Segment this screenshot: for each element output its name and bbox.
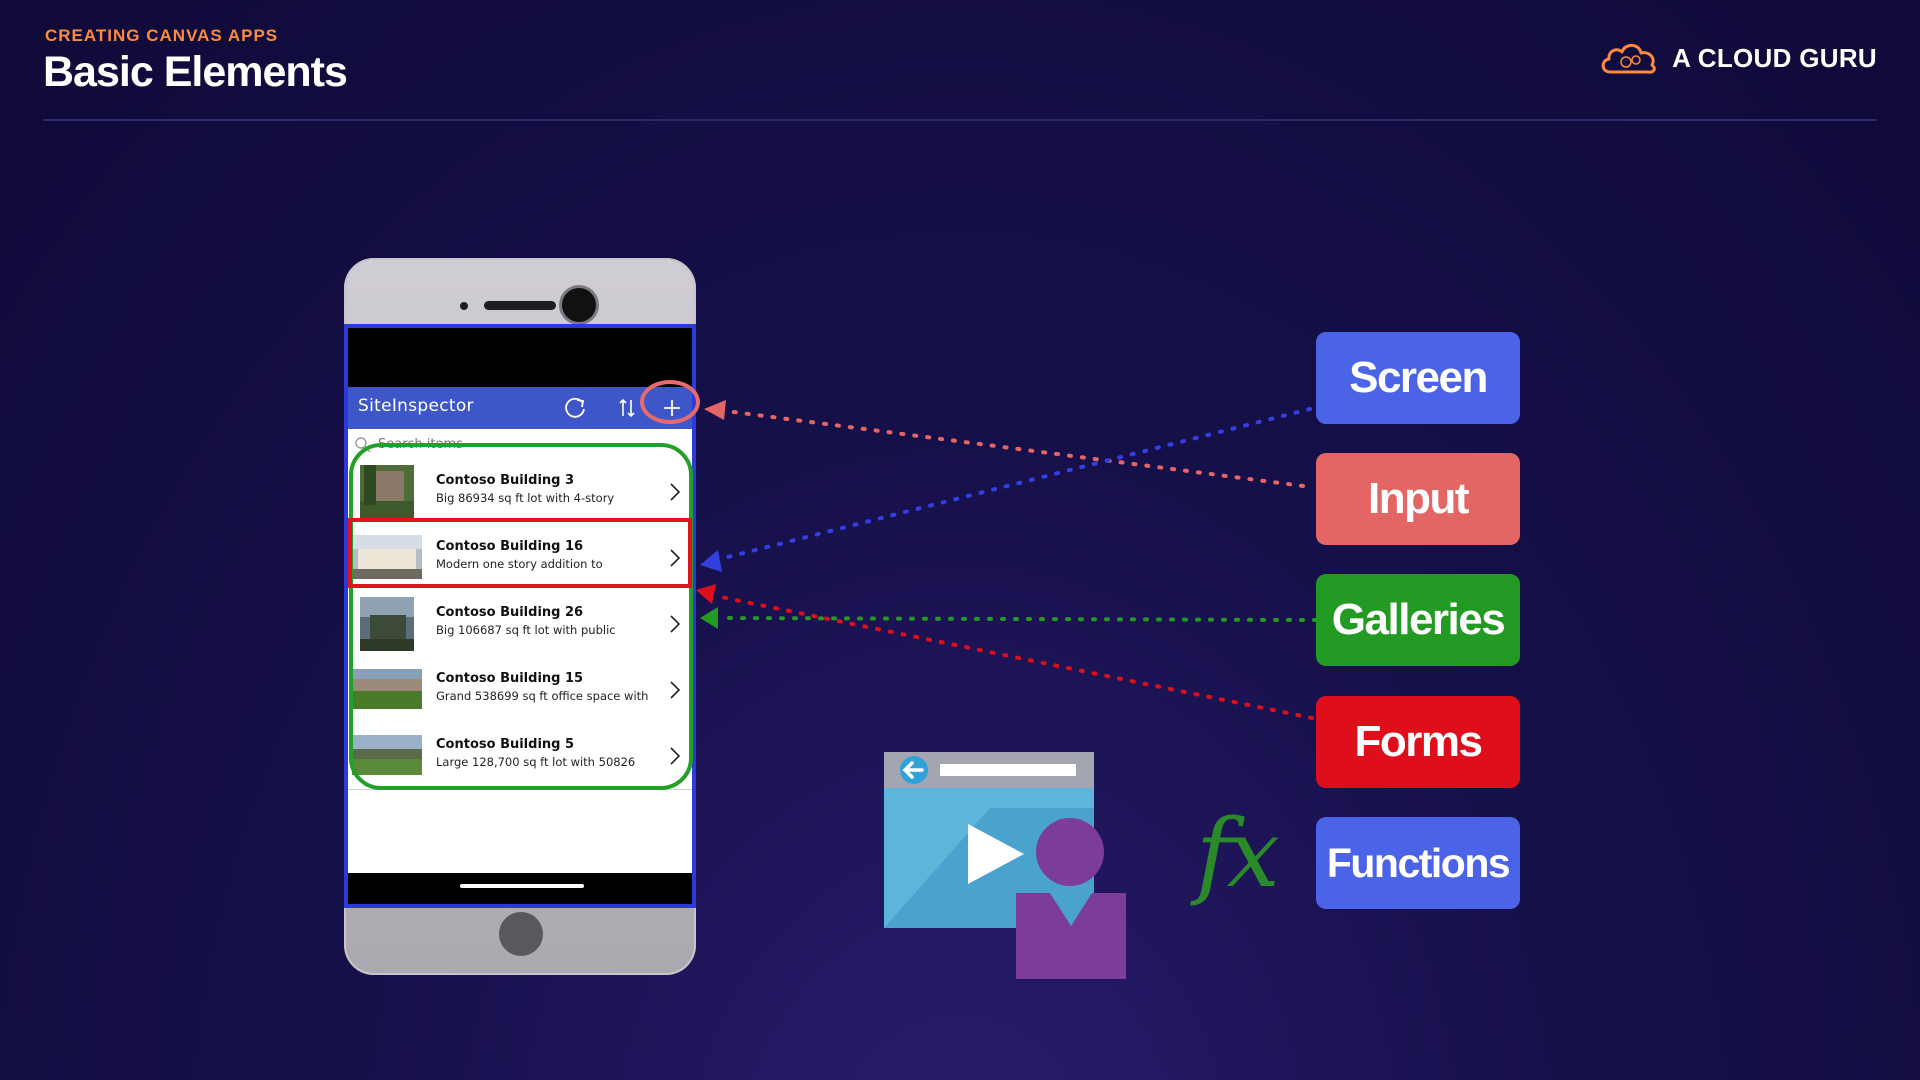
chevron-right-icon (670, 483, 681, 501)
list-item[interactable]: Contoso Building 15 Grand 538699 sq ft o… (348, 657, 692, 724)
screen-label: Screen (1316, 332, 1520, 424)
brand-logo: A CLOUD GURU (1598, 38, 1877, 78)
slide-title: Basic Elements (43, 48, 348, 96)
item-title: Contoso Building 16 (436, 539, 584, 554)
phone-screen: SiteInspector Contoso Building 3 (344, 324, 696, 908)
cloud-icon (1601, 43, 1656, 74)
canvas-app-graphic (884, 752, 1126, 979)
phone-home-button (499, 912, 543, 956)
item-title: Contoso Building 15 (436, 671, 584, 686)
form-highlight (348, 518, 692, 588)
app-title: SiteInspector (358, 396, 474, 416)
phone-camera (562, 288, 596, 322)
item-title: Contoso Building 5 (436, 737, 575, 752)
sort-icon[interactable] (612, 393, 642, 423)
building-thumbnail (352, 669, 422, 709)
phone-sensor (460, 302, 468, 310)
item-title: Contoso Building 3 (436, 473, 575, 488)
item-subtitle: Big 106687 sq ft lot with public (436, 623, 616, 637)
input-connector (724, 409, 1305, 488)
chevron-right-icon (670, 549, 681, 567)
list-item[interactable]: Contoso Building 26 Big 106687 sq ft lot… (348, 591, 692, 658)
input-label: Input (1316, 453, 1520, 545)
input-highlight (640, 380, 700, 424)
forms-label: Forms (1316, 696, 1520, 788)
gallery-list: Contoso Building 3 Big 86934 sq ft lot w… (348, 459, 692, 799)
app-header: SiteInspector (348, 387, 692, 429)
input-arrowhead (704, 400, 726, 420)
screen-arrowhead (700, 550, 722, 572)
item-subtitle: Large 128,700 sq ft lot with 50826 (436, 755, 636, 769)
chevron-right-icon (670, 615, 681, 633)
functions-label: Functions (1316, 817, 1520, 909)
refresh-icon[interactable] (560, 393, 590, 423)
building-thumbnail (352, 535, 422, 579)
list-item[interactable]: Contoso Building 16 Modern one story add… (348, 525, 692, 592)
screen-connector (718, 407, 1312, 561)
phone-mockup: SiteInspector Contoso Building 3 (344, 258, 696, 975)
item-subtitle: Grand 538699 sq ft office space with (436, 689, 649, 703)
item-title: Contoso Building 26 (436, 605, 584, 620)
list-item[interactable]: Contoso Building 3 Big 86934 sq ft lot w… (348, 459, 692, 526)
item-subtitle: Big 86934 sq ft lot with 4-story (436, 491, 615, 505)
galleries-label: Galleries (1316, 574, 1520, 666)
screen-blank-area (348, 799, 692, 873)
section-eyebrow: CREATING CANVAS APPS (45, 26, 279, 45)
item-subtitle: Modern one story addition to (436, 557, 603, 571)
fx-icon: fx (1196, 800, 1280, 909)
header-divider (43, 119, 1877, 121)
chevron-right-icon (670, 681, 681, 699)
home-indicator (460, 884, 584, 888)
forms-connector (714, 594, 1314, 720)
brand-name: A CLOUD GURU (1672, 42, 1877, 73)
forms-arrowhead (696, 584, 716, 604)
galleries-connector (718, 616, 1318, 622)
gallery-highlight (349, 443, 693, 790)
phone-speaker (484, 301, 556, 310)
galleries-arrowhead (700, 607, 718, 629)
building-thumbnail (360, 597, 414, 651)
